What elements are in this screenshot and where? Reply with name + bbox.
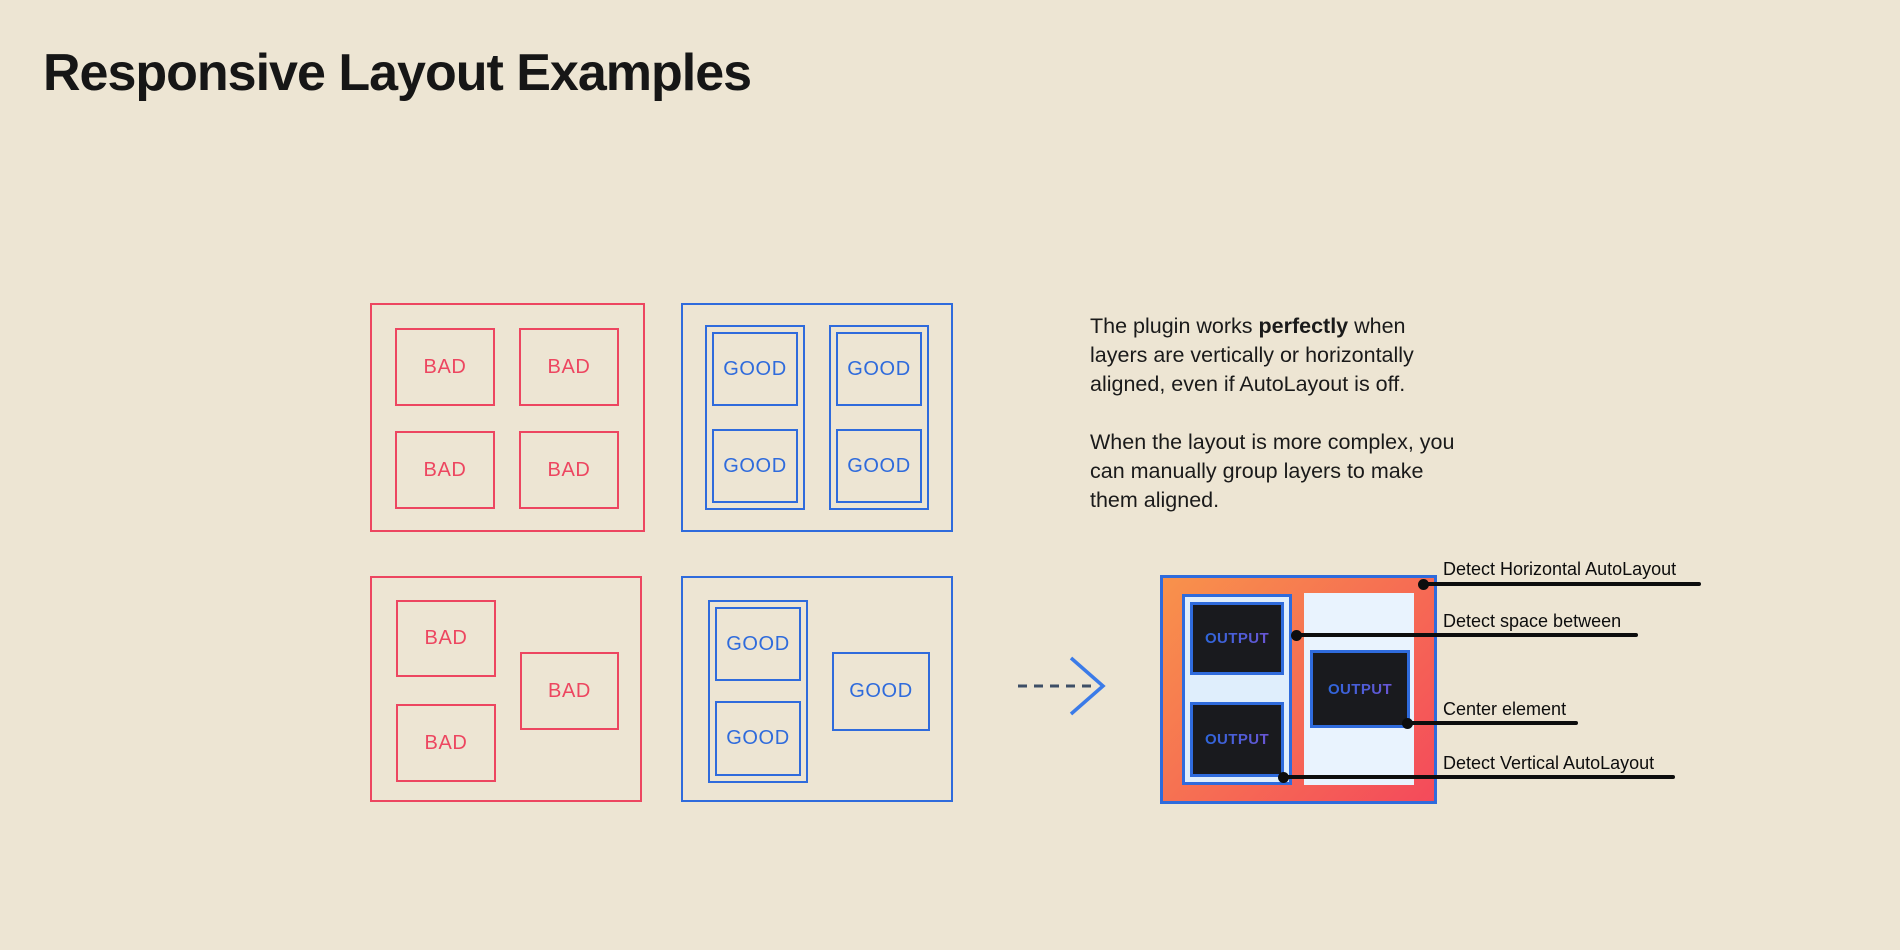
- annotation-detect-vertical-autolayout: Detect Vertical AutoLayout: [1443, 753, 1655, 773]
- bad-box: BAD: [519, 431, 619, 509]
- bad-box: BAD: [396, 704, 496, 782]
- good-column-wrapper: GOOD GOOD: [829, 325, 929, 510]
- output-label: OUTPUT: [1327, 680, 1393, 698]
- good-group-aligned: GOOD GOOD GOOD GOOD: [681, 303, 953, 532]
- bad-box: BAD: [519, 328, 619, 406]
- good-box: GOOD: [715, 701, 801, 776]
- bad-group-aligned: BAD BAD BAD BAD: [370, 303, 645, 532]
- description-paragraph-2: When the layout is more complex, you can…: [1090, 428, 1560, 515]
- bad-box: BAD: [395, 328, 495, 406]
- description-text-run: them aligned.: [1090, 488, 1220, 512]
- good-box: GOOD: [832, 652, 930, 731]
- description-text-run: when: [1348, 314, 1406, 338]
- description-text: The plugin works perfectly when layers a…: [1090, 312, 1560, 515]
- annotation-leader-line: [1418, 578, 1701, 590]
- output-label: OUTPUT: [1204, 630, 1270, 647]
- description-text-run: When the layout is more complex, you: [1090, 430, 1455, 454]
- good-group-complex: GOOD GOOD GOOD: [681, 576, 953, 802]
- annotation-center-element: Center element: [1443, 699, 1567, 719]
- output-vertical-autolayout-wrapper: OUTPUT OUTPUT: [1182, 594, 1292, 785]
- output-label: OUTPUT: [1204, 731, 1270, 748]
- annotation-detect-space-between: Detect space between: [1443, 611, 1622, 631]
- good-box: GOOD: [712, 429, 798, 503]
- description-text-run: aligned, even if AutoLayout is off.: [1090, 372, 1406, 396]
- annotation-leader-line: [1291, 629, 1638, 641]
- page-title: Responsive Layout Examples: [43, 44, 752, 102]
- description-text-run: layers are vertically or horizontally: [1090, 343, 1414, 367]
- description-bold-word: perfectly: [1258, 314, 1349, 338]
- bad-box: BAD: [396, 600, 496, 677]
- output-box: OUTPUT: [1190, 702, 1284, 777]
- description-text-run: can manually group layers to make: [1090, 459, 1424, 483]
- bad-box: BAD: [395, 431, 495, 509]
- good-column-wrapper: GOOD GOOD: [705, 325, 805, 510]
- good-box: GOOD: [715, 607, 801, 681]
- good-box: GOOD: [836, 429, 922, 503]
- good-box: GOOD: [836, 332, 922, 406]
- description-paragraph-1: The plugin works perfectly when layers a…: [1090, 312, 1560, 399]
- output-center-panel: OUTPUT: [1304, 593, 1414, 785]
- good-box: GOOD: [712, 332, 798, 406]
- good-column-wrapper: GOOD GOOD: [708, 600, 808, 783]
- annotation-leader-line: [1278, 771, 1675, 783]
- transform-arrow-icon: [1018, 656, 1106, 716]
- bad-box: BAD: [520, 652, 619, 730]
- annotation-leader-line: [1402, 717, 1578, 729]
- output-box: OUTPUT: [1310, 650, 1410, 728]
- output-result-group: OUTPUT OUTPUT OUTPUT: [1160, 575, 1437, 804]
- bad-group-misaligned: BAD BAD BAD: [370, 576, 642, 802]
- output-box: OUTPUT: [1190, 602, 1284, 675]
- description-text-run: The plugin works: [1090, 314, 1259, 338]
- annotation-detect-horizontal-autolayout: Detect Horizontal AutoLayout: [1443, 559, 1677, 579]
